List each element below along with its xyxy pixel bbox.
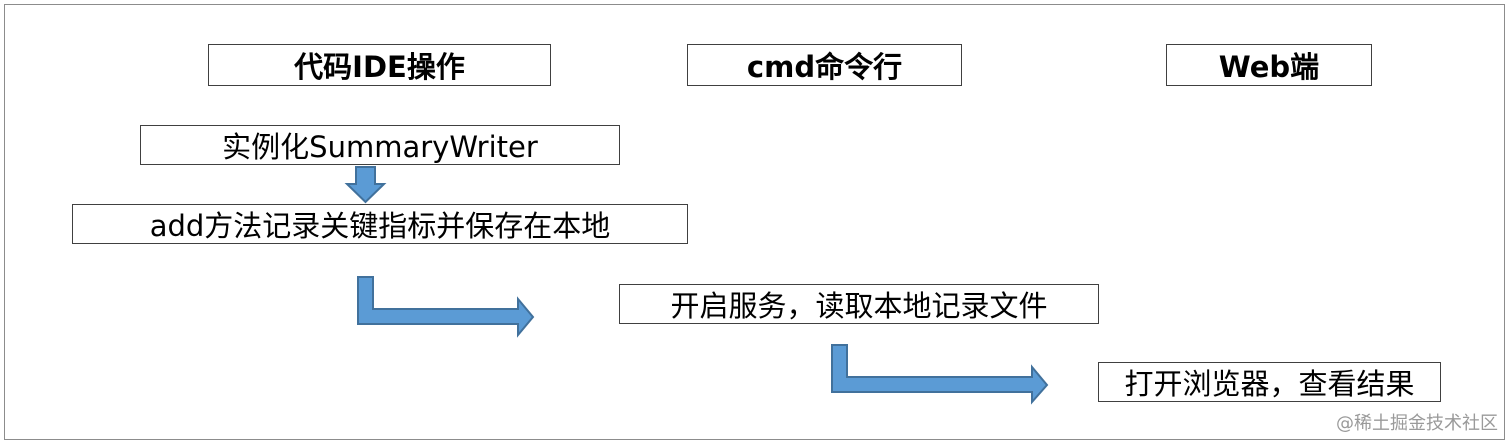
column-header-ide: 代码IDE操作: [208, 44, 551, 86]
step-start-service: 开启服务，读取本地记录文件: [619, 284, 1099, 324]
step-add-record-save: add方法记录关键指标并保存在本地: [72, 204, 688, 244]
diagram-frame: [4, 4, 1505, 440]
column-header-web: Web端: [1166, 44, 1372, 86]
step-open-browser: 打开浏览器，查看结果: [1098, 362, 1441, 402]
bent-arrow-icon: [357, 276, 535, 338]
down-arrow-icon: [344, 166, 387, 204]
column-header-cmd: cmd命令行: [687, 44, 962, 86]
step-instantiate-writer: 实例化SummaryWriter: [140, 125, 620, 165]
watermark: @稀土掘金技术社区: [1336, 413, 1498, 434]
bent-arrow-icon: [831, 344, 1049, 405]
